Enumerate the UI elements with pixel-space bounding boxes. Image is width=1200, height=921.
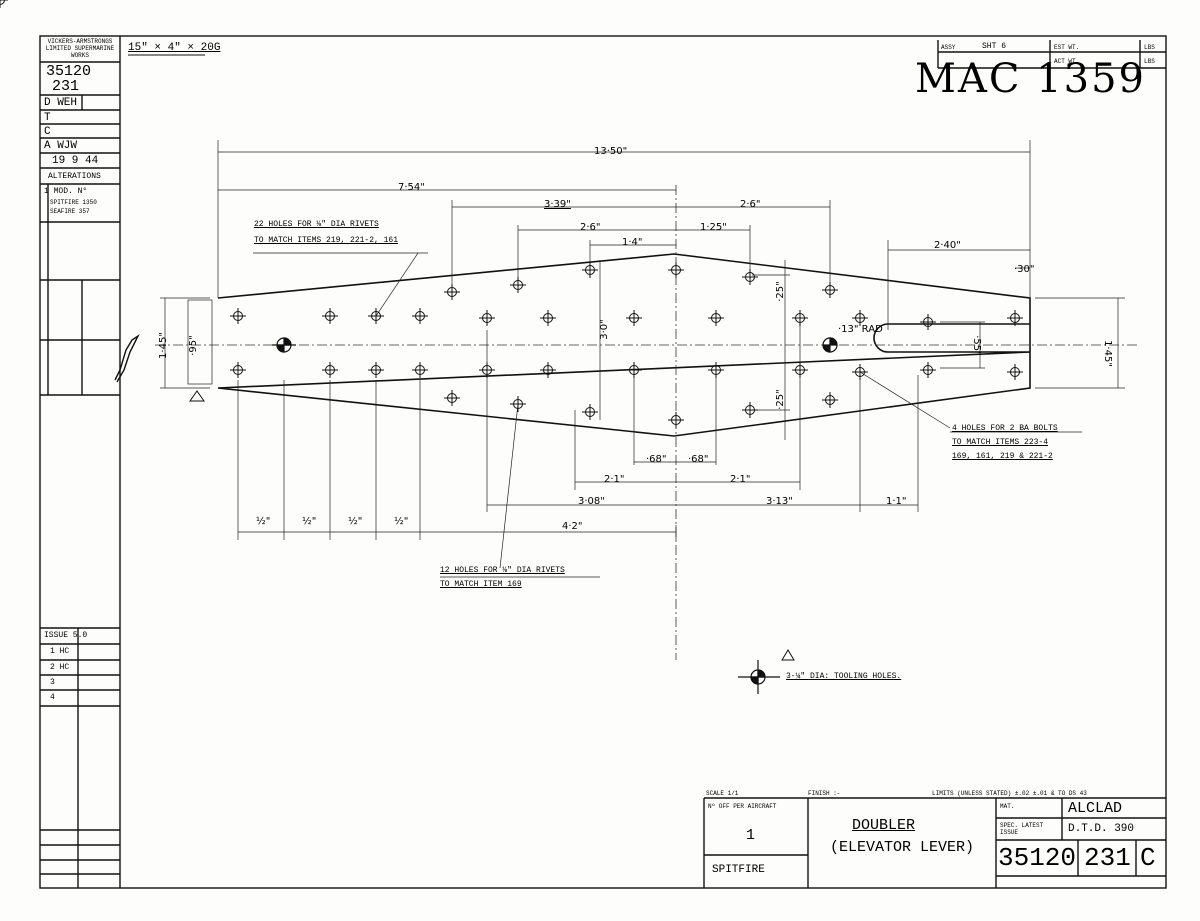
issue-row-4: 4 xyxy=(50,693,55,702)
dim-339: 3·39" xyxy=(544,199,571,210)
dim-21-right: 2·1" xyxy=(730,474,751,485)
issue-header: ISSUE 5.0 xyxy=(44,631,88,640)
act-wt-label: ACT WT. xyxy=(1054,58,1080,65)
part-title-line1: DOUBLER xyxy=(852,817,916,834)
title-issue-letter: C xyxy=(1140,843,1156,873)
note-22-holes-line1: 22 HOLES FOR ⅛" DIA RIVETS xyxy=(254,220,379,229)
dim-240: 2·40" xyxy=(934,240,961,251)
dim-308: 3·08" xyxy=(578,496,605,507)
title-dwg-number: 35120 xyxy=(998,843,1077,873)
issue-row-3: 3 xyxy=(50,678,55,687)
note-tooling-holes: 3-¼" DIA: TOOLING HOLES. xyxy=(786,672,902,681)
sidebar-alt1: 1 MOD. N° xyxy=(44,187,88,196)
dim-overall: 13·50" xyxy=(594,146,628,157)
spec-value: D.T.D. 390 xyxy=(1068,823,1135,835)
sidebar-part-number: 231 xyxy=(52,78,80,95)
dim-42: 4·2" xyxy=(562,521,583,532)
material-label: MAT. xyxy=(1000,803,1015,810)
sidebar-a-label: A WJW xyxy=(44,140,78,152)
note-4-holes-line2: TO MATCH ITEMS 223-4 xyxy=(952,438,1049,447)
sidebar-alt1b: SPITFIRE 1350 xyxy=(50,199,97,206)
issue-row-1: 1 HC xyxy=(50,647,70,656)
dim-30: ·30" xyxy=(1014,264,1035,275)
rivet-holes xyxy=(0,0,8,8)
dim-left-length: 7·54" xyxy=(398,182,425,193)
dim-25-top: ·25" xyxy=(774,281,786,302)
sidebar-d-label: D WEH xyxy=(44,97,78,109)
sidebar-c-label: C xyxy=(44,126,51,138)
title-part-number: 231 xyxy=(1084,843,1131,873)
issue-row-2: 2 HC xyxy=(50,663,70,672)
sidebar-t-label: T xyxy=(44,112,51,124)
aircraft-name: SPITFIRE xyxy=(712,864,765,876)
dim-11: 1·1" xyxy=(886,496,907,507)
finish-label: FINISH :- xyxy=(808,790,841,797)
sidebar-alt1c: SEAFIRE 357 xyxy=(50,208,90,215)
note-12-holes-line1: 12 HOLES FOR ⅛" DIA RIVETS xyxy=(440,566,565,575)
dim-26-right: 2·6" xyxy=(740,199,761,210)
sidebar-dwg-number: 35120 xyxy=(46,63,92,80)
sidebar-alterations: ALTERATIONS xyxy=(48,172,101,181)
material-value: ALCLAD xyxy=(1068,800,1123,817)
part-outline xyxy=(217,253,1031,437)
dim-pitch-3: ½" xyxy=(348,516,363,527)
limits-label: LIMITS (UNLESS STATED) ±.02 ±.01 & TO DS… xyxy=(932,790,1087,797)
sidebar-date: 19 9 44 xyxy=(52,155,99,167)
dim-25-bottom: ·25" xyxy=(774,389,786,410)
stock-size: 15" × 4" × 20G xyxy=(128,42,221,54)
dim-145-right: 1·45" xyxy=(1101,340,1113,367)
dim-313: 3·13" xyxy=(766,496,793,507)
lbs-1: LBS xyxy=(1144,44,1155,51)
no-off-label: Nº OFF PER AIRCRAFT xyxy=(708,803,777,810)
note-12-holes-line2: TO MATCH ITEM 169 xyxy=(440,580,522,589)
dim-21-left: 2·1" xyxy=(604,474,625,485)
dim-125: 1·25" xyxy=(700,222,727,233)
sheet-border xyxy=(39,35,1167,889)
lbs-2: LBS xyxy=(1144,58,1155,65)
dim-30-vertical: 3·0" xyxy=(598,319,610,340)
scale-label: SCALE 1/1 xyxy=(706,790,739,797)
part-title-line2: (ELEVATOR LEVER) xyxy=(830,839,975,856)
dim-pitch-4: ½" xyxy=(394,516,409,527)
spec-label: SPEC. LATEST ISSUE xyxy=(1000,822,1044,836)
note-22-holes-line2: TO MATCH ITEMS 219, 221-2, 161 xyxy=(254,236,399,245)
dim-95: ·95" xyxy=(187,335,199,356)
assy-label: ASSY xyxy=(941,44,956,51)
dim-radius: ·13" RAD xyxy=(838,324,883,335)
note-4-holes-line3: 169, 161, 219 & 221-2 xyxy=(952,452,1053,461)
dim-pitch-1: ½" xyxy=(256,516,271,527)
dim-68-right: ·68" xyxy=(688,454,709,465)
dim-26-left: 2·6" xyxy=(580,222,601,233)
dim-145-left: 1·45" xyxy=(157,332,169,359)
dim-pitch-2: ½" xyxy=(302,516,317,527)
handwritten-reference: MAC 1359 xyxy=(915,56,1146,102)
dim-68-left: ·68" xyxy=(646,454,667,465)
sheet-number: SHT 6 xyxy=(982,42,1007,51)
dim-14: 1·4" xyxy=(622,237,643,248)
no-off-value: 1 xyxy=(746,827,756,844)
est-wt-label: EST WT. xyxy=(1054,44,1080,51)
company-name: VICKERS-ARMSTRONGS LIMITED SUPERMARINE W… xyxy=(45,38,115,59)
note-4-holes-line1: 4 HOLES FOR 2 BA BOLTS xyxy=(952,424,1058,433)
dim-55: ·55" xyxy=(970,335,982,356)
